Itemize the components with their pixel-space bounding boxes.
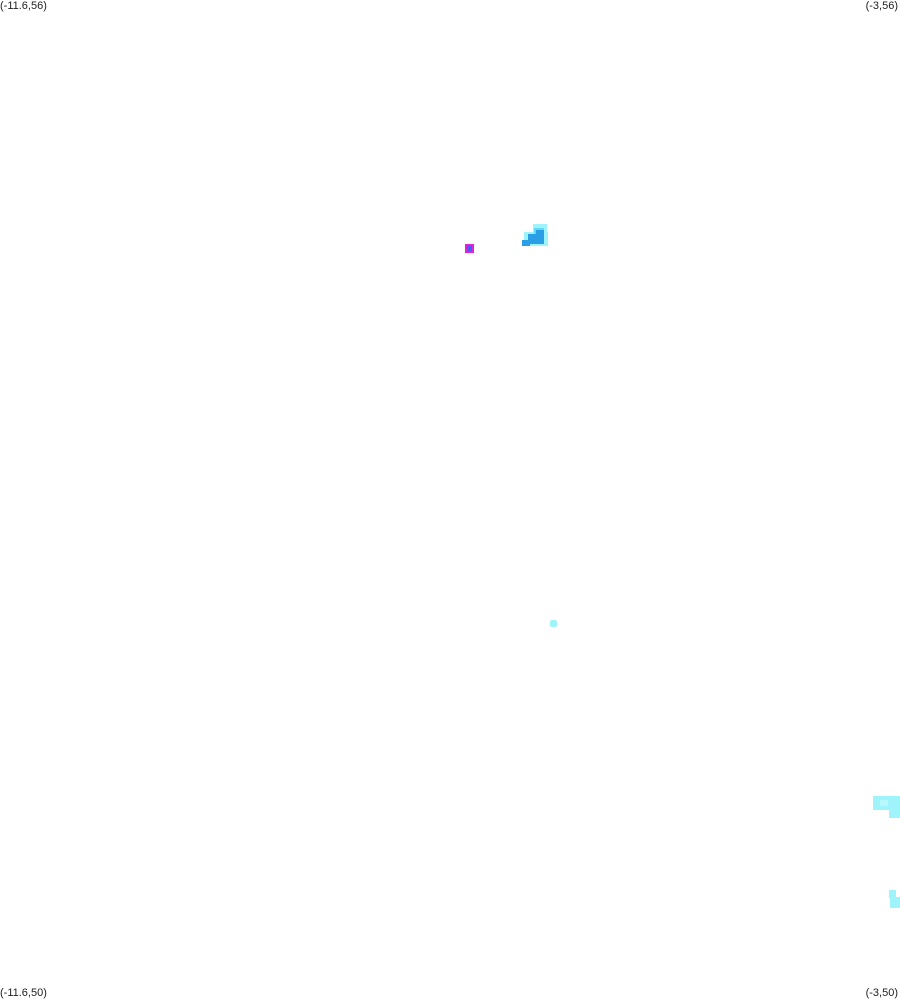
corner-label-top-right: (-3,56): [865, 0, 898, 12]
corner-label-top-left: (-11.6,56): [0, 0, 47, 12]
cyan-dot: [550, 620, 557, 627]
magenta-marker: [465, 244, 474, 253]
corner-label-bottom-right: (-3,50): [865, 987, 898, 999]
blue-cluster: [522, 224, 548, 246]
right-edge-cluster: [873, 796, 900, 818]
corner-label-bottom-left: (-11.6,50): [0, 987, 47, 999]
right-edge-small-cluster: [889, 890, 900, 908]
